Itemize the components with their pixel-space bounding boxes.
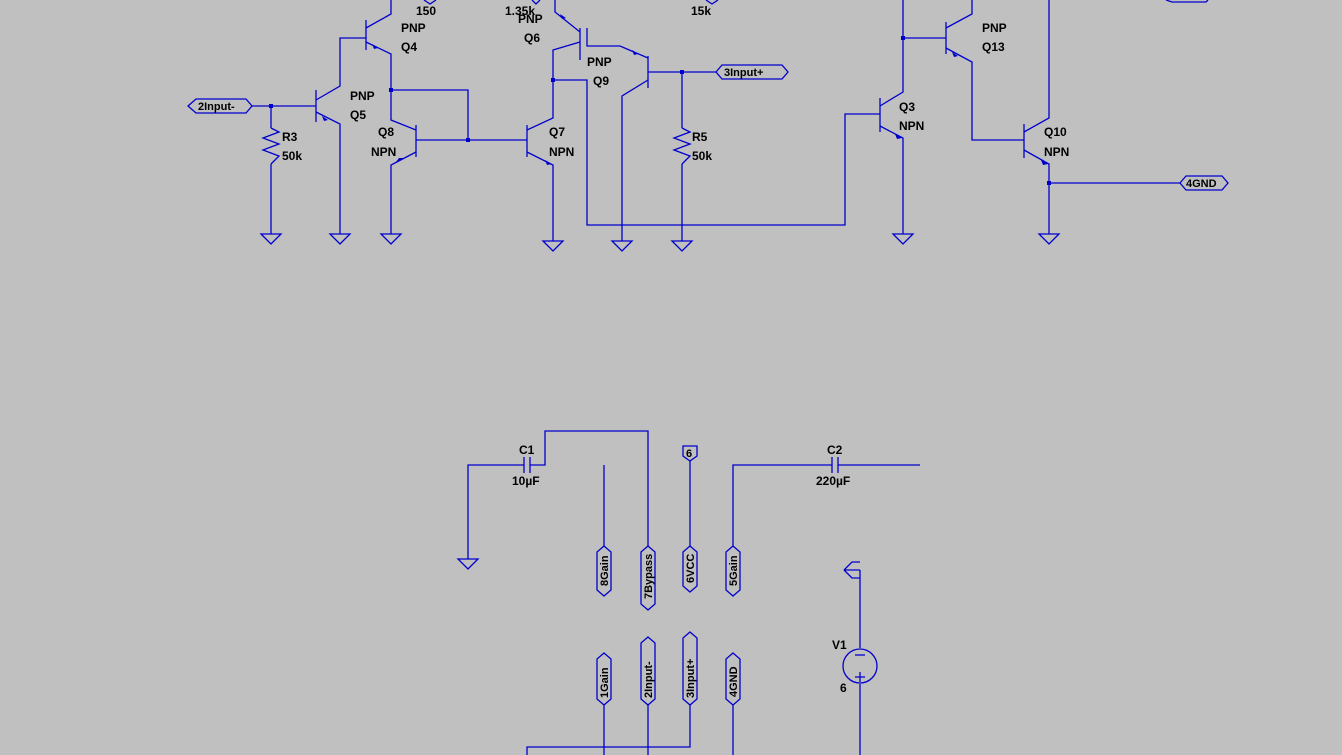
pin-flag-7bypass[interactable]: 7Bypass xyxy=(640,545,656,611)
net-label-input-minus: 2Input- xyxy=(198,101,235,113)
net-flag-input-plus[interactable]: 3Input+ xyxy=(715,64,789,80)
voltage-source-v1[interactable] xyxy=(842,648,878,684)
resistor-top3-value: 15k xyxy=(691,4,711,18)
pin-label-5gain: 5Gain xyxy=(728,555,740,586)
net-flag-gnd[interactable]: 4GND xyxy=(1179,175,1229,191)
pin-flag-5gain[interactable]: 5Gain xyxy=(725,545,741,597)
component-labels: 150 1.35k 15k PNP Q4 PNP Q5 PNP Q6 Q7 NP… xyxy=(282,4,1069,695)
pin-label-4gnd: 4GND xyxy=(728,666,740,697)
pin-label-6vcc: 6VCC xyxy=(685,554,697,583)
pin-flag-2input-minus[interactable]: 2Input- xyxy=(640,636,656,706)
q7-type: NPN xyxy=(549,145,574,159)
v1-value: 6 xyxy=(840,681,847,695)
pin-label-8gain: 8Gain xyxy=(599,555,611,586)
q3-type: NPN xyxy=(899,119,924,133)
v1-name: V1 xyxy=(832,638,847,652)
pin-label-2input-minus: 2Input- xyxy=(643,661,655,698)
pin-flag-8gain[interactable]: 8Gain xyxy=(596,545,612,597)
resistor-top1-value: 150 xyxy=(416,4,436,18)
pin-label-7bypass: 7Bypass xyxy=(643,554,655,599)
q6-name: Q6 xyxy=(524,31,540,45)
junction-dots xyxy=(269,36,1051,185)
pin-flag-4gnd[interactable]: 4GND xyxy=(725,652,741,706)
q8-name: Q8 xyxy=(378,125,394,139)
q6-type: PNP xyxy=(518,12,543,26)
pin-label-1gain: 1Gain xyxy=(599,667,611,698)
net-label-vcc-top: 6 xyxy=(686,448,692,460)
net-flag-input-minus[interactable]: 2Input- xyxy=(187,98,253,114)
q8-type: NPN xyxy=(371,145,396,159)
capacitor-c1-symbol xyxy=(523,457,531,473)
r3-name: R3 xyxy=(282,130,298,144)
c2-value: 220µF xyxy=(816,474,850,488)
q10-name: Q10 xyxy=(1044,125,1067,139)
c2-name: C2 xyxy=(827,443,843,457)
resistor-r5-symbol xyxy=(672,127,692,165)
wires-lower xyxy=(467,0,1209,755)
transistor-arrows xyxy=(322,14,1048,165)
net-flag-vcc-top[interactable]: 6 xyxy=(682,445,698,462)
pin-flag-1gain[interactable]: 1Gain xyxy=(596,652,612,706)
c1-value: 10µF xyxy=(512,474,540,488)
q3-name: Q3 xyxy=(899,100,915,114)
resistor-top-partial xyxy=(423,0,719,5)
resistor-top2-value: 1.35k xyxy=(505,4,535,18)
ground-symbols xyxy=(259,233,1061,570)
capacitor-c2-symbol xyxy=(831,457,839,473)
q13-type: PNP xyxy=(982,21,1007,35)
c1-name: C1 xyxy=(519,443,535,457)
q9-type: PNP xyxy=(587,55,612,69)
net-label-gnd: 4GND xyxy=(1186,178,1217,190)
q4-name: Q4 xyxy=(401,40,417,54)
q7-name: Q7 xyxy=(549,125,565,139)
q13-name: Q13 xyxy=(982,40,1005,54)
resistor-r3-symbol xyxy=(261,127,281,165)
q10-type: NPN xyxy=(1044,145,1069,159)
r5-name: R5 xyxy=(692,130,708,144)
pin-flag-3input-plus[interactable]: 3Input+ xyxy=(682,631,698,706)
q5-name: Q5 xyxy=(350,108,366,122)
q5-type: PNP xyxy=(350,89,375,103)
q4-type: PNP xyxy=(401,21,426,35)
pin-label-3input-plus: 3Input+ xyxy=(685,659,697,698)
net-label-input-plus: 3Input+ xyxy=(724,67,763,79)
r5-value: 50k xyxy=(692,149,712,163)
r3-value: 50k xyxy=(282,149,302,163)
q9-name: Q9 xyxy=(593,74,609,88)
pin-flag-6vcc[interactable]: 6VCC xyxy=(682,545,698,593)
wires-upper xyxy=(252,0,1180,241)
